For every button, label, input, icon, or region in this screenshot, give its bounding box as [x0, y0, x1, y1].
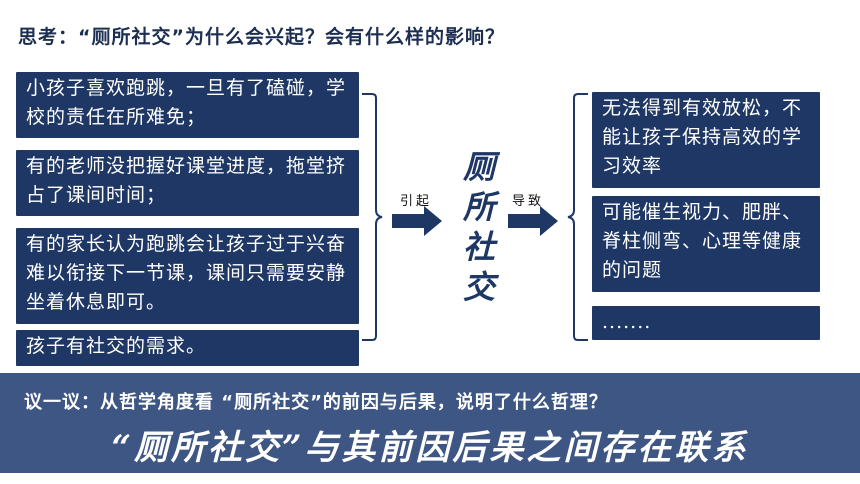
left-brace: [362, 93, 383, 341]
center-topic: 厕所社交: [458, 150, 496, 310]
right-arrow-icon: [392, 206, 442, 236]
question-heading: 思考：“厕所社交”为什么会兴起？会有什么样的影响？: [18, 26, 505, 48]
effect-box-1: 无法得到有效放松，不能让孩子保持高效的学习效率: [592, 92, 820, 188]
discussion-banner: [0, 373, 860, 473]
effect-box-3: .......: [592, 306, 820, 340]
cause-box-1: 小孩子喜欢跑跳，一旦有了磕碰，学校的责任在所难免；: [16, 72, 359, 138]
cause-arrow-label: 引起: [400, 194, 433, 209]
cause-box-4: 孩子有社交的需求。: [16, 330, 359, 366]
effect-box-2: 可能催生视力、肥胖、脊柱侧弯、心理等健康的问题: [592, 196, 820, 292]
discussion-answer: “厕所社交”与其前因后果之间存在联系: [111, 428, 749, 468]
effect-arrow-label: 导致: [512, 194, 545, 209]
cause-box-2: 有的老师没把握好课堂进度，拖堂挤占了课间时间；: [16, 150, 359, 216]
cause-box-3: 有的家长认为跑跳会让孩子过于兴奋难以衔接下一节课，课间只需要安静坐着休息即可。: [16, 228, 359, 324]
right-brace: [567, 93, 588, 341]
right-arrow-icon: [508, 206, 558, 236]
discussion-question: 议一议：从哲学角度看 “厕所社交”的前因与后果，说明了什么哲理？: [24, 392, 608, 413]
